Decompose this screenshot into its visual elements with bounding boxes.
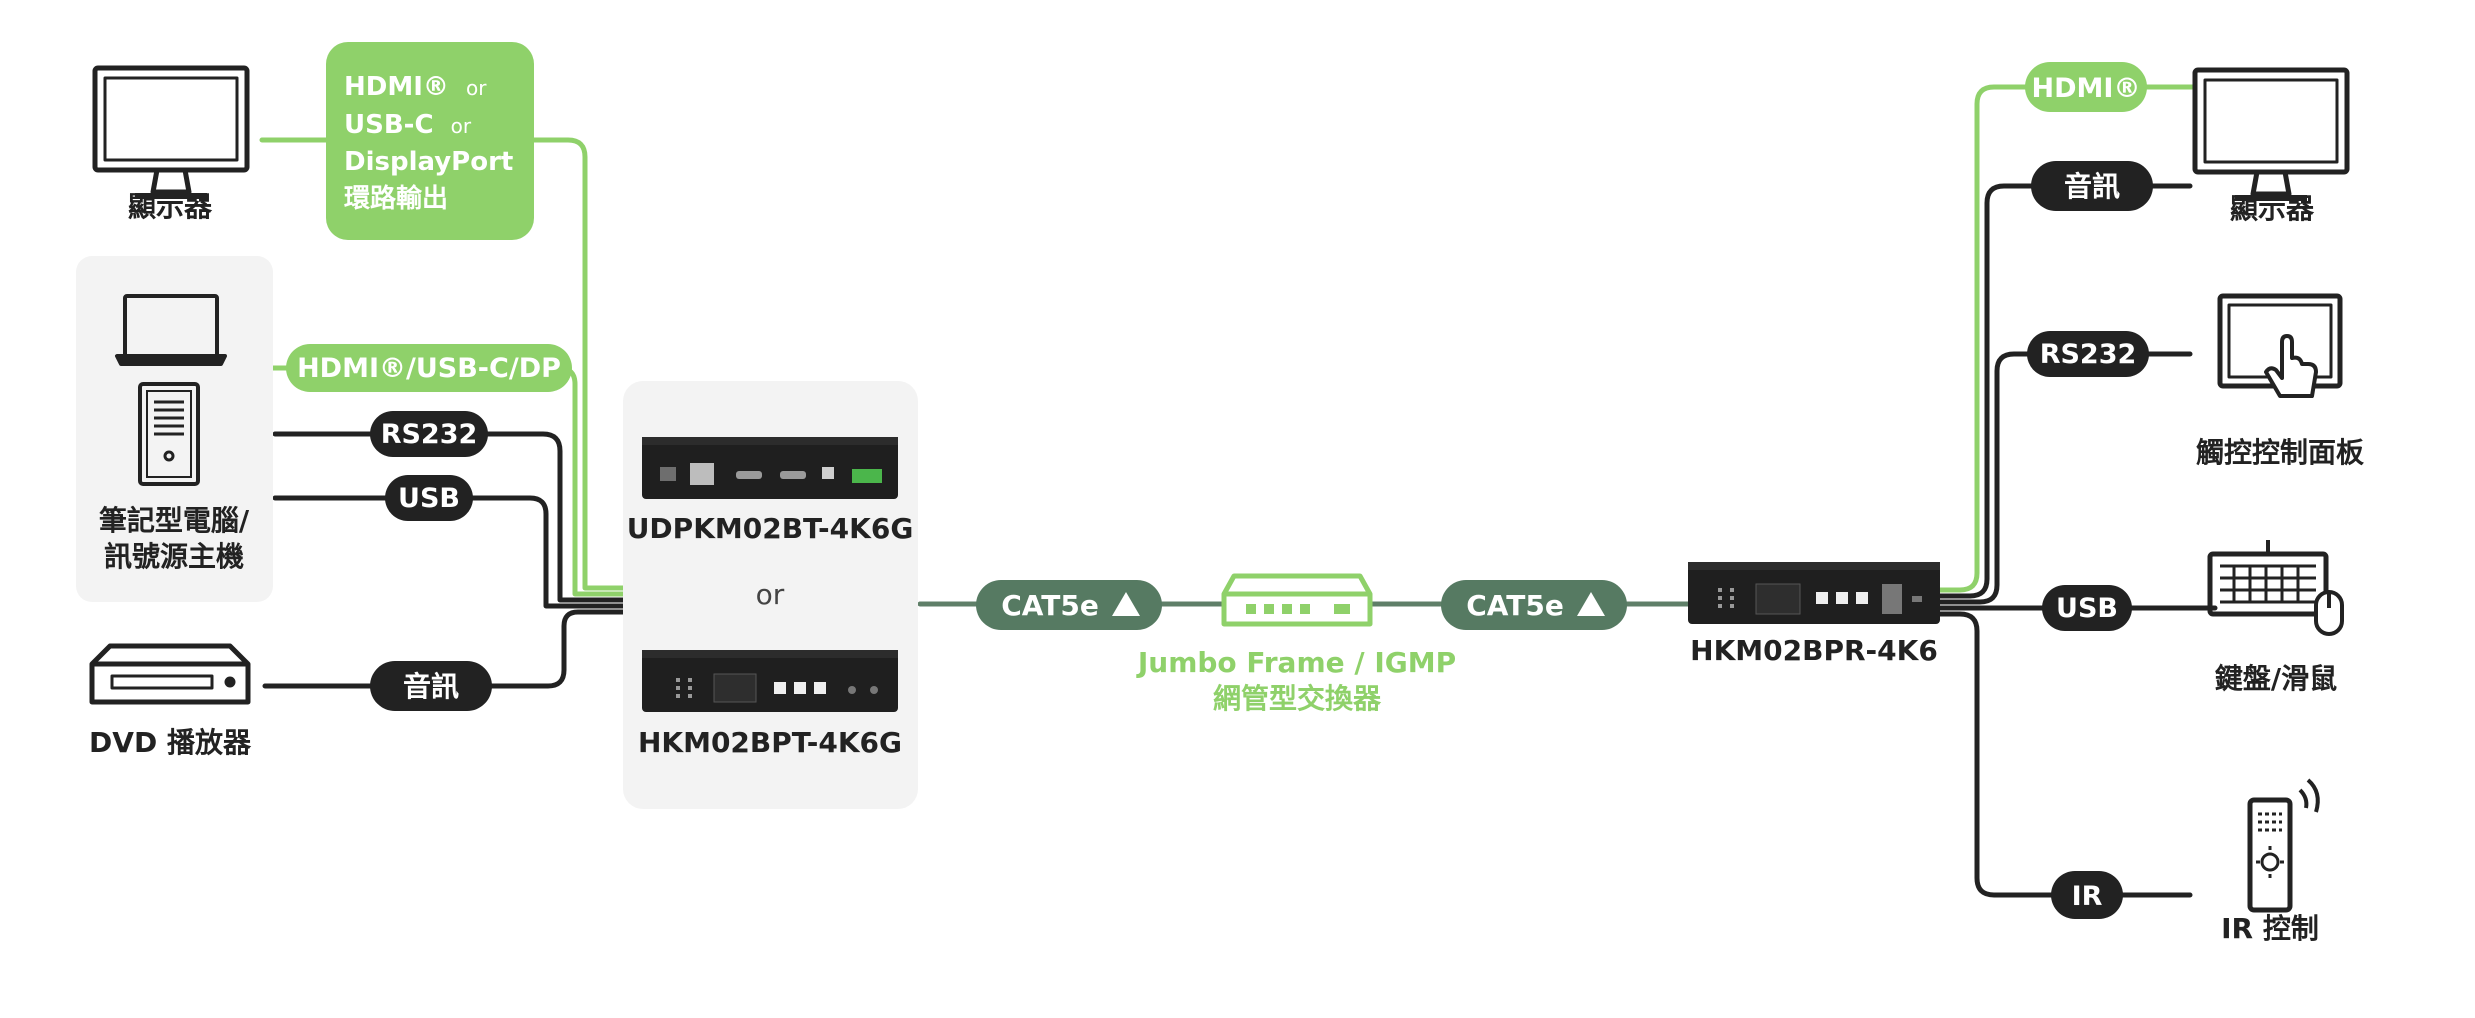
line-right-hdmi — [1937, 84, 2198, 593]
pill-rs232-right: RS232 — [2027, 331, 2149, 377]
loop-out-line2: USB-C — [344, 110, 434, 140]
pill-usb-left-text: USB — [398, 483, 460, 514]
source-label-line2: 訊號源主機 — [104, 540, 244, 573]
monitor-icon — [92, 65, 250, 199]
touch-panel-icon — [2217, 293, 2343, 398]
hkm-tx-device-image — [642, 650, 898, 712]
loop-out-or2: or — [451, 114, 472, 138]
ir-label: IR 控制 — [2221, 912, 2319, 945]
dvd-label: DVD 播放器 — [89, 726, 252, 759]
pc-tower-icon — [138, 382, 200, 486]
receiver-device-image — [1688, 562, 1940, 624]
dvd-player-icon — [89, 643, 251, 705]
right-monitor-label: 顯示器 — [2230, 192, 2315, 225]
pill-audio-left-text: 音訊 — [403, 670, 459, 703]
loop-out-line4: 環路輸出 — [344, 183, 448, 214]
monitor-icon — [2192, 67, 2350, 201]
left-monitor-label: 顯示器 — [128, 190, 213, 223]
pill-rs232-left-text: RS232 — [381, 419, 478, 450]
pill-cat-left: CAT5e — [976, 580, 1162, 630]
laptop-icon — [115, 294, 227, 366]
svg-text:HDMI® or: HDMI® or — [344, 72, 487, 102]
transmitter-or: or — [756, 578, 785, 611]
loop-out-box: HDMI® or USB-C or DisplayPort 環路輸出 — [326, 42, 534, 240]
touch-label: 觸控控制面板 — [2196, 436, 2364, 469]
switch-label-line1: Jumbo Frame / IGMP — [1136, 646, 1456, 679]
ir-remote-icon — [2247, 778, 2320, 913]
pill-audio-right-text: 音訊 — [2064, 170, 2120, 203]
transmitter-model-b: HKM02BPT-4K6G — [638, 726, 902, 759]
receiver-model: HKM02BPR-4K6 — [1690, 634, 1938, 667]
pill-ir-right: IR — [2051, 871, 2123, 919]
pill-rs232-right-text: RS232 — [2040, 339, 2137, 370]
loop-out-or1: or — [466, 76, 487, 100]
udpkm-device-image — [642, 437, 898, 499]
pill-hdmi-source: HDMI®/USB-C/DP — [286, 344, 572, 392]
keyboard-mouse-icon — [2207, 540, 2344, 636]
pill-ir-right-text: IR — [2072, 881, 2103, 912]
keyboard-label: 鍵盤/滑鼠 — [2215, 662, 2337, 695]
pill-hdmi-right: HDMI® — [2025, 62, 2147, 112]
line-right-audio — [1937, 183, 2193, 599]
line-right-rs232 — [1937, 351, 2193, 605]
line-monitor-loopout — [259, 137, 628, 591]
pill-cat-right-text: CAT5e — [1466, 589, 1564, 622]
network-switch-icon — [1221, 573, 1373, 627]
source-label-line1: 筆記型電腦/ — [99, 504, 250, 537]
pill-hdmi-source-text: HDMI®/USB-C/DP — [297, 353, 561, 384]
pill-cat-left-text: CAT5e — [1001, 589, 1099, 622]
triangle-icon — [1112, 592, 1140, 616]
line-right-ir — [1937, 611, 2193, 898]
switch-label-line2: 網管型交換器 — [1213, 682, 1382, 715]
pill-cat-right: CAT5e — [1441, 580, 1627, 630]
loop-out-line3: DisplayPort — [344, 147, 513, 177]
line-rs232 — [272, 431, 628, 603]
pill-audio-right: 音訊 — [2031, 161, 2153, 211]
pill-usb-right-text: USB — [2056, 593, 2118, 624]
svg-text:USB-C or: USB-C or — [344, 110, 472, 140]
triangle-icon — [1577, 592, 1605, 616]
transmitter-model-a: UDPKM02BT-4K6G — [627, 512, 914, 545]
line-audio — [262, 609, 628, 689]
pill-rs232-left: RS232 — [370, 411, 488, 457]
loop-out-line1: HDMI® — [344, 72, 449, 102]
pill-audio-left: 音訊 — [370, 661, 492, 711]
pill-hdmi-right-text: HDMI® — [2032, 73, 2141, 104]
connection-lines — [259, 84, 2218, 898]
pill-usb-right: USB — [2042, 585, 2132, 631]
pill-usb-left: USB — [385, 475, 473, 521]
line-usb — [272, 495, 628, 609]
